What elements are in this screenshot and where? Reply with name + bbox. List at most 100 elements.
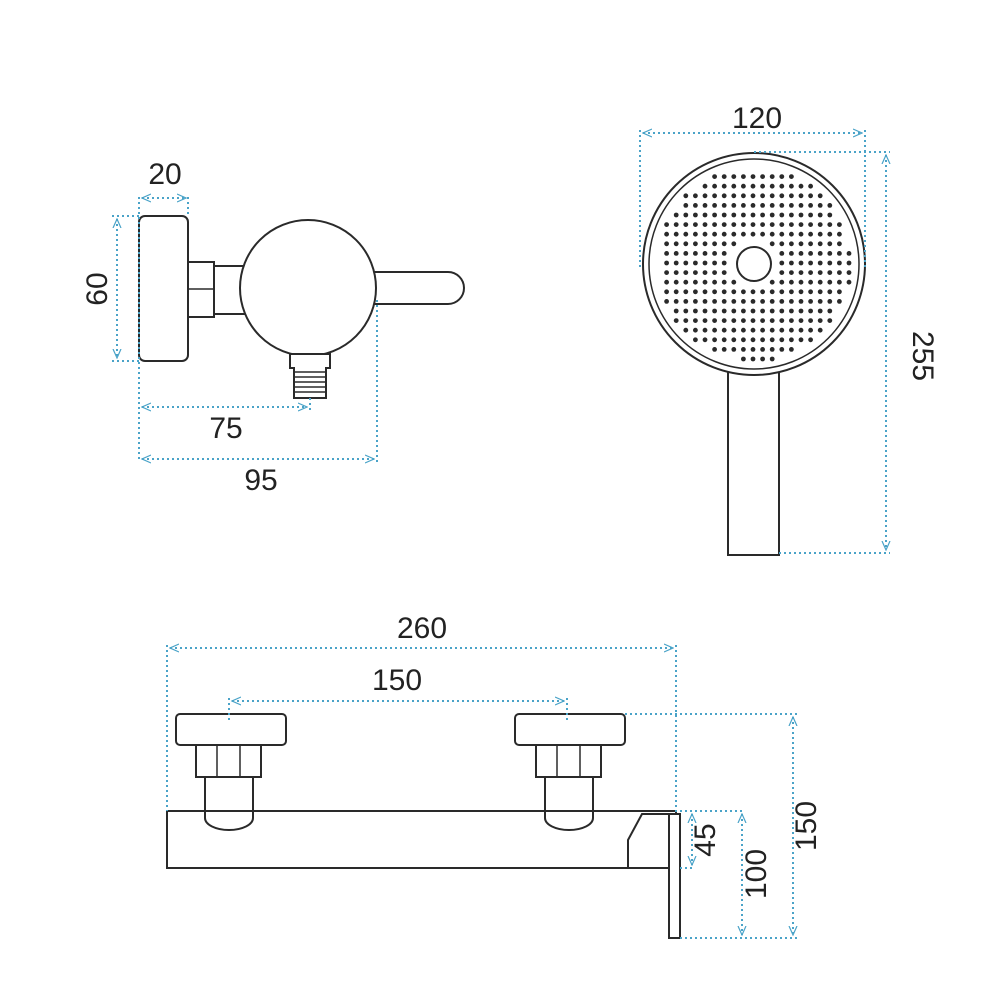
spray-nozzle [664,241,669,247]
spray-nozzle [769,308,775,314]
spray-nozzle [798,251,804,256]
spray-nozzle [693,270,698,275]
spray-nozzle [760,318,765,323]
spray-nozzle [731,318,737,323]
spray-nozzle [779,193,785,199]
spray-nozzle [712,183,717,189]
spray-nozzle [702,337,708,343]
spray-nozzle [798,212,804,218]
spray-nozzle [712,260,717,266]
spray-nozzle [683,203,689,208]
spray-nozzle [702,289,708,295]
spray-nozzle [779,308,785,314]
spray-nozzle [664,222,669,228]
spray-nozzle [721,299,727,304]
spray-nozzle [673,299,679,304]
spray-nozzle [731,299,737,304]
spray-nozzle [673,318,679,323]
spray-nozzle [683,289,689,295]
spray-nozzle [789,299,794,304]
spray-nozzle [731,203,737,208]
spray-nozzle [779,251,785,256]
spray-nozzle [827,203,833,208]
outlet-thread [294,371,326,393]
spray-nozzle [750,318,756,323]
spray-nozzle [817,289,823,295]
right-pipe-joint [544,810,594,831]
spray-nozzle [769,327,775,333]
spray-nozzle [712,212,717,218]
spray-nozzle [817,270,823,275]
spray-nozzle [750,193,756,199]
spray-nozzle [789,347,794,352]
spray-nozzle [673,279,679,285]
spray-nozzle [721,260,727,266]
spray-nozzle [789,174,794,180]
spray-nozzle [750,347,756,352]
spray-nozzle [808,327,813,333]
spray-nozzle [846,251,852,256]
spray-nozzle [693,260,698,266]
label-plate-thickness: 20 [148,158,181,191]
valve-dimensions [112,197,378,462]
spray-nozzle [769,318,775,323]
spray-nozzle [712,279,717,285]
spray-nozzle [837,241,842,247]
spray-nozzle [817,327,823,333]
spray-nozzle [817,222,823,228]
spray-nozzle [750,356,756,362]
left-flange [175,713,287,746]
spray-nozzle [750,183,756,189]
spray-nozzle [769,203,775,208]
spray-nozzle [827,241,833,247]
spray-nozzle [683,260,689,266]
spray-nozzle [712,203,717,208]
spray-nozzle [750,212,756,218]
spray-nozzle [798,231,804,237]
spray-nozzle [817,203,823,208]
spray-nozzle [779,279,785,285]
spray-nozzle [702,203,708,208]
spray-nozzle [731,241,737,247]
spray-nozzle [712,251,717,256]
lever-handle [367,271,465,305]
spray-nozzle [750,174,756,180]
spray-nozzle [789,222,794,228]
spray-nozzle [837,270,842,275]
spray-nozzle [712,241,717,247]
label-head-diameter: 120 [732,102,782,135]
spray-nozzle [731,222,737,228]
spray-nozzle [769,174,775,180]
spray-nozzle [712,337,717,343]
spray-nozzle [721,337,727,343]
spray-nozzle [664,279,669,285]
spray-nozzle [837,222,842,228]
spray-nozzle [741,222,746,228]
spray-nozzle [789,260,794,266]
spray-nozzle [779,212,785,218]
spray-nozzle [712,347,717,352]
spray-nozzle [827,251,833,256]
spray-nozzle [769,231,775,237]
spray-nozzle [750,203,756,208]
spray-nozzle [827,270,833,275]
spray-nozzle [760,183,765,189]
spray-nozzle [664,251,669,256]
spray-nozzle [673,270,679,275]
spray-nozzle [741,337,746,343]
spray-nozzle [664,299,669,304]
spray-nozzle [798,241,804,247]
spray-nozzle [837,260,842,266]
spray-nozzle [673,289,679,295]
spray-nozzle [721,212,727,218]
spray-nozzle [827,222,833,228]
spray-nozzle [837,289,842,295]
spray-nozzle [798,308,804,314]
label-plate-height: 60 [81,272,114,305]
spray-nozzle [741,347,746,352]
spray-nozzle [702,231,708,237]
wall-plate [138,215,189,362]
shower-head-face [648,158,860,370]
spray-nozzle [712,270,717,275]
